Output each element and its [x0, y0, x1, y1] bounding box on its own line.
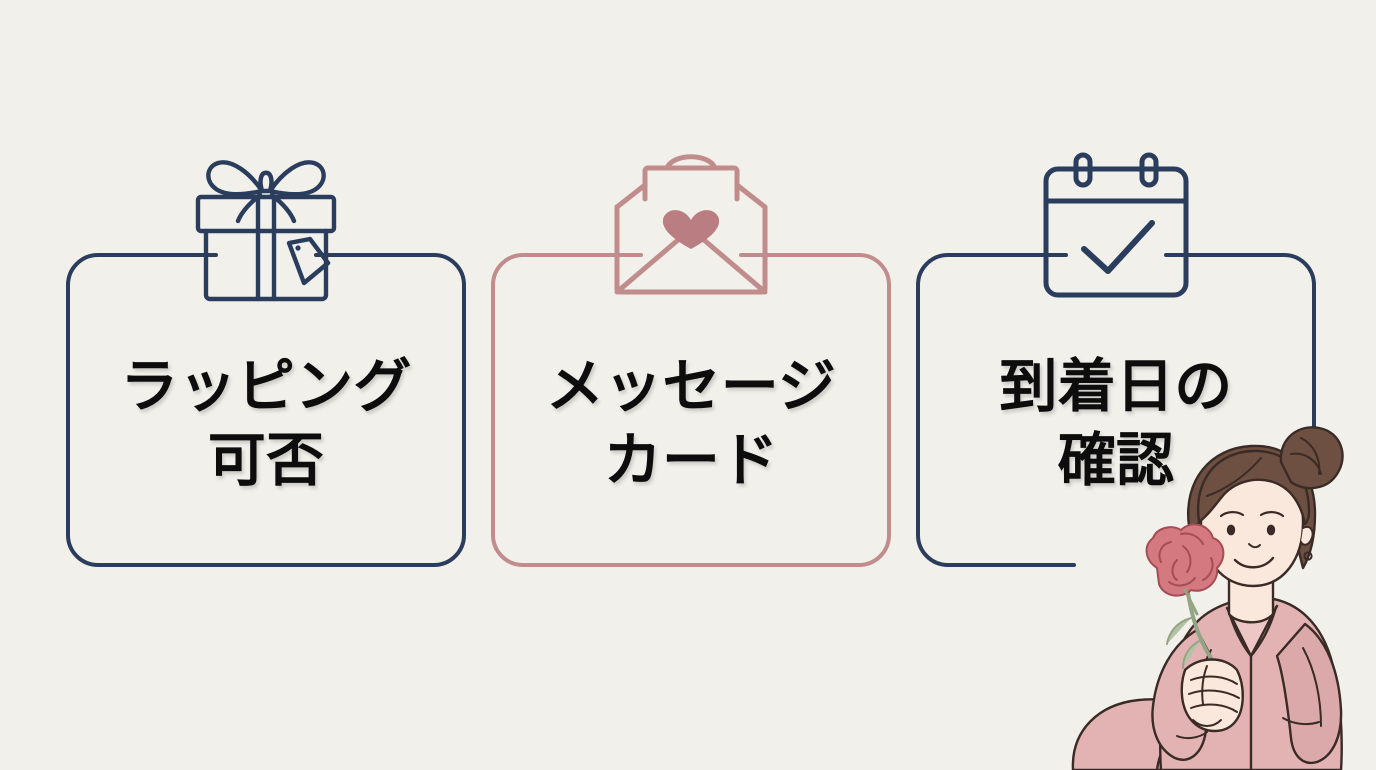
card-arrival[interactable]: 到着日の 確認: [916, 152, 1316, 567]
card-label-arrival: 到着日の 確認: [999, 352, 1233, 495]
card-wrapping[interactable]: ラッピング 可否: [66, 160, 466, 567]
calendar-check-icon: [1026, 145, 1206, 310]
woman-holding-carnation-illustration: [1065, 418, 1376, 770]
card-label-message: メッセージ カード: [545, 352, 837, 495]
envelope-heart-icon: [601, 145, 781, 310]
card-label-wrapping: ラッピング 可否: [120, 352, 412, 495]
card-message[interactable]: メッセージ カード: [491, 154, 891, 567]
gift-box-icon: [176, 145, 356, 310]
